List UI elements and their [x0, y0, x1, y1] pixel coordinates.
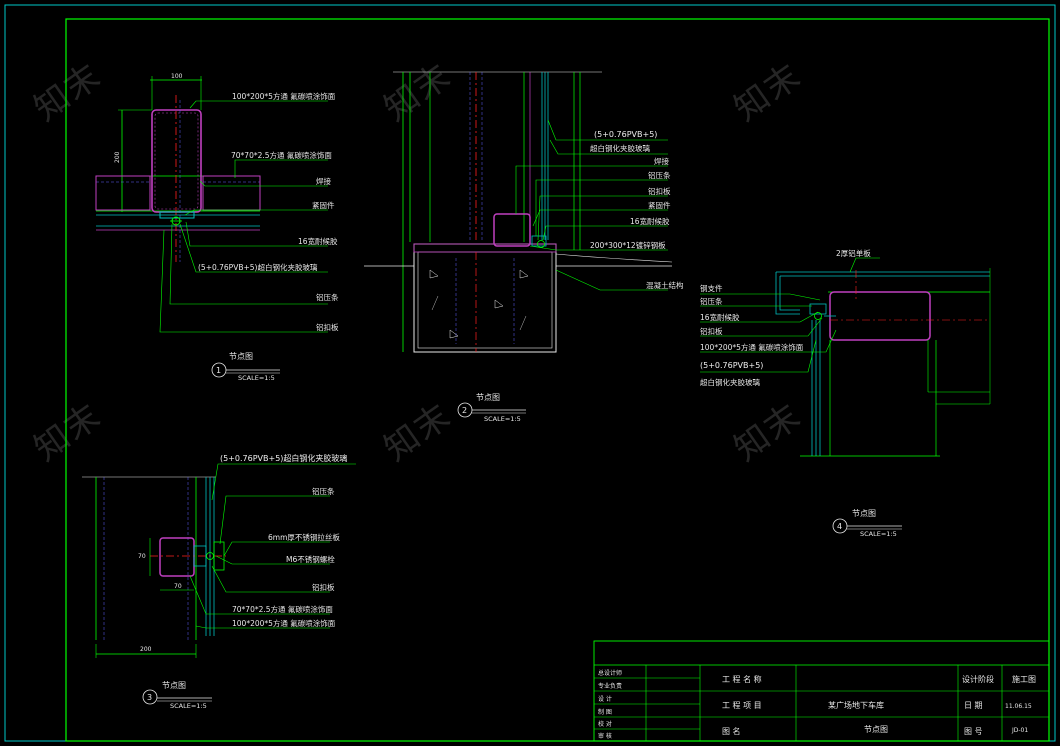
- d3-label: 100*200*5方通 氟碳喷涂饰面: [232, 618, 336, 628]
- d2-title: 节点图: [476, 393, 500, 402]
- title-block: 总设计师 专业负责 设 计 制 图 校 对 审 核 工 程 名 称 工 程 项 …: [593, 640, 1050, 742]
- d3-number: 3: [147, 693, 152, 702]
- tb-drawing-name-value: 节点图: [864, 725, 888, 734]
- d1-label: 铝压条: [316, 292, 339, 302]
- d4-label: (5+0.76PVB+5): [700, 361, 763, 370]
- d2-label: 16宽耐候胶: [630, 216, 670, 226]
- tb-design-stage-value: 施工图: [1012, 674, 1036, 684]
- d3-dim-width: 200: [140, 646, 152, 653]
- d4-number: 4: [837, 522, 842, 531]
- detail-3: 70 70 200 (5+0.76PVB+5)超白钢化夹胶玻璃 铝压条 6mm厚…: [82, 453, 356, 710]
- tb-role: 制 图: [598, 708, 612, 716]
- d4-label: 2厚铝单板: [836, 248, 871, 258]
- tb-role: 设 计: [598, 695, 612, 703]
- d1-dim-height: 200: [114, 151, 121, 163]
- d4-label: 钢支件: [700, 283, 723, 293]
- d3-dim-side: 70: [138, 553, 146, 560]
- d1-label: 铝扣板: [316, 322, 339, 332]
- tb-design-stage-label: 设计阶段: [962, 674, 994, 684]
- tb-date-value: 11.06.15: [1005, 703, 1032, 710]
- d3-dim-small: 70: [174, 583, 182, 590]
- d3-label: M6不锈钢螺栓: [286, 554, 335, 564]
- d4-label: 100*200*5方通 氟碳喷涂饰面: [700, 342, 804, 352]
- tb-project-name-label: 工 程 名 称: [722, 674, 762, 684]
- d3-label: 70*70*2.5方通 氟碳喷涂饰面: [232, 604, 333, 614]
- d1-label: 70*70*2.5方通 氟碳喷涂饰面: [231, 150, 332, 160]
- d2-label: 紧固件: [648, 200, 671, 210]
- d3-label: (5+0.76PVB+5)超白钢化夹胶玻璃: [220, 453, 347, 463]
- d2-label: 铝压条: [648, 170, 671, 180]
- d4-title: 节点图: [852, 509, 876, 518]
- d3-label: 铝压条: [312, 486, 335, 496]
- d4-label: 16宽耐候胶: [700, 312, 740, 322]
- d2-label: 焊接: [654, 156, 669, 166]
- tb-role: 审 核: [598, 732, 612, 740]
- tb-role: 校 对: [598, 720, 612, 728]
- tb-drawing-no-value: JD-01: [1011, 727, 1028, 734]
- d2-label: 超白钢化夹胶玻璃: [590, 143, 650, 153]
- d4-scale: SCALE=1:5: [860, 530, 897, 538]
- tb-date-label: 日 期: [964, 701, 983, 710]
- detail-4: 2厚铝单板 钢支件 铝压条 16宽耐候胶 铝扣板 100*200*5方通 氟碳喷…: [700, 248, 991, 538]
- inner-frame: [65, 18, 1050, 742]
- d2-label: 铝扣板: [648, 186, 671, 196]
- d1-dim-width: 100: [171, 73, 183, 80]
- d1-title: 节点图: [229, 352, 253, 361]
- d2-label: 200*300*12镀锌钢板: [590, 240, 666, 250]
- tb-role: 专业负责: [598, 682, 622, 690]
- d1-label: 100*200*5方通 氟碳喷涂饰面: [232, 91, 336, 101]
- d3-label: 铝扣板: [312, 582, 335, 592]
- tb-project-item-value: 某广场地下车库: [828, 700, 884, 710]
- d1-scale: SCALE=1:5: [238, 374, 275, 382]
- d1-label: 16宽耐候胶: [298, 236, 338, 246]
- d3-scale: SCALE=1:5: [170, 702, 207, 710]
- d1-label: 紧固件: [312, 200, 335, 210]
- d2-label: 混凝土结构: [646, 280, 684, 290]
- d1-number: 1: [216, 366, 221, 375]
- d2-number: 2: [462, 406, 467, 415]
- detail-2: (5+0.76PVB+5) 超白钢化夹胶玻璃 焊接 铝压条 铝扣板 紧固件 16…: [364, 71, 684, 423]
- d3-label: 6mm厚不锈钢拉丝板: [268, 532, 340, 542]
- tb-drawing-name-label: 图 名: [722, 726, 741, 736]
- d4-label: 超白钢化夹胶玻璃: [700, 377, 760, 387]
- tb-role: 总设计师: [598, 669, 622, 677]
- d4-label: 铝压条: [700, 296, 723, 306]
- d1-label: (5+0.76PVB+5)超白钢化夹胶玻璃: [198, 262, 318, 272]
- d2-scale: SCALE=1:5: [484, 415, 521, 423]
- tb-project-item-label: 工 程 项 目: [722, 701, 762, 710]
- d2-label: (5+0.76PVB+5): [594, 130, 657, 139]
- d1-label: 焊接: [316, 176, 331, 186]
- tb-drawing-no-label: 图 号: [964, 727, 983, 736]
- d4-label: 铝扣板: [700, 326, 723, 336]
- d3-title: 节点图: [162, 681, 186, 690]
- detail-1: 100 200 100*200*5方通 氟碳: [95, 73, 339, 382]
